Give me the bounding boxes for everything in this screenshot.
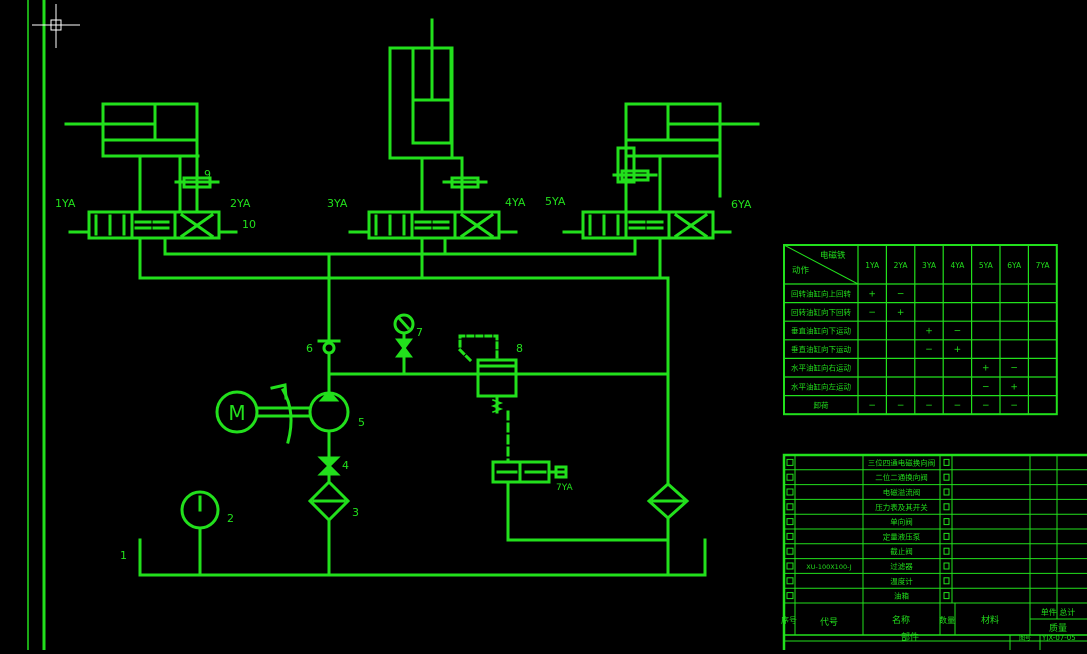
parts-row-name: 电磁溢流阀 bbox=[883, 487, 921, 497]
parts-header-name: 名称 bbox=[892, 614, 910, 626]
table-column-header: 5YA bbox=[979, 261, 994, 270]
parts-header-mass: 质量 bbox=[1049, 622, 1067, 634]
label-5ya: 5YA bbox=[545, 195, 566, 208]
table-row-name: 水平油缸向左运动 bbox=[791, 381, 851, 391]
table-cell: + bbox=[1010, 382, 1018, 392]
hydraulic-pump bbox=[256, 383, 350, 444]
table-header-action: 动作 bbox=[792, 265, 810, 276]
cylinder-vertical bbox=[388, 18, 464, 214]
table-cell: − bbox=[925, 401, 933, 411]
table-cell: − bbox=[982, 401, 990, 411]
table-cell: + bbox=[925, 327, 933, 337]
hydraulic-lock-valve-1 bbox=[174, 176, 220, 189]
parts-row-name: 油箱 bbox=[894, 591, 909, 601]
label-2ya: 2YA bbox=[230, 197, 251, 210]
directional-valve-2 bbox=[348, 210, 518, 240]
cylinder-horizontal bbox=[616, 102, 760, 214]
directional-valve-3 bbox=[562, 210, 732, 240]
table-cell: + bbox=[868, 289, 876, 299]
table-cell: − bbox=[982, 382, 990, 392]
parts-row-name: 定量液压泵 bbox=[883, 531, 921, 541]
label-n4: 4 bbox=[342, 459, 349, 472]
unloading-valve bbox=[491, 460, 568, 484]
table-cell: + bbox=[897, 308, 905, 318]
table-column-header: 3YA bbox=[922, 261, 937, 270]
table-column-header: 4YA bbox=[950, 261, 965, 270]
parts-row-name: 截止阀 bbox=[890, 546, 913, 556]
parts-row-name: 温度计 bbox=[890, 576, 913, 586]
parts-row-name: 二位二通换向阀 bbox=[875, 472, 928, 482]
label-6ya: 6YA bbox=[731, 198, 752, 211]
filter-suction bbox=[307, 479, 351, 523]
label-1ya: 1YA bbox=[55, 197, 76, 210]
label-n3: 3 bbox=[352, 506, 359, 519]
label-n10: 10 bbox=[242, 218, 256, 231]
table-cell: + bbox=[954, 345, 962, 355]
table-cell: − bbox=[954, 401, 962, 411]
table-row-name: 垂直油缸向下运动 bbox=[791, 326, 851, 336]
label-n5: 5 bbox=[358, 416, 365, 429]
table-row-name: 回转油缸向下回转 bbox=[791, 307, 851, 317]
table-column-header: 2YA bbox=[894, 261, 909, 270]
tank bbox=[138, 538, 707, 577]
label-3ya: 3YA bbox=[327, 197, 348, 210]
table-column-header: 6YA bbox=[1007, 261, 1022, 270]
parts-footer-parts: 部件 bbox=[901, 631, 919, 643]
label-n7: 7 bbox=[416, 326, 423, 339]
table-cell: + bbox=[982, 364, 990, 374]
table-row-name: 回转油缸向上回转 bbox=[791, 288, 851, 298]
hydraulic-lock-valve-3 bbox=[612, 169, 658, 182]
table-column-header: 7YA bbox=[1036, 261, 1051, 270]
hydraulic-lock-valve-2 bbox=[442, 176, 488, 189]
label-7ya: 7YA bbox=[556, 483, 574, 493]
table-cell: − bbox=[925, 345, 933, 355]
table-row-name: 卸荷 bbox=[814, 400, 829, 410]
drawing-number: YJX-07-05 bbox=[1041, 634, 1076, 642]
table-column-header: 1YA bbox=[865, 261, 880, 270]
table-cell: − bbox=[1010, 364, 1018, 374]
table-cell: − bbox=[868, 401, 876, 411]
label-4ya: 4YA bbox=[505, 196, 526, 209]
motor-label: M bbox=[228, 401, 245, 425]
label-n6: 6 bbox=[306, 342, 313, 355]
label-n9: 9 bbox=[204, 168, 211, 181]
electric-motor bbox=[215, 390, 259, 434]
table-cell: − bbox=[897, 401, 905, 411]
parts-list: 三位四通电磁换向阀二位二通换向阀电磁溢流阀压力表及其开关单向阀定量液压泵截止阀过… bbox=[781, 453, 1087, 654]
label-n8: 8 bbox=[516, 342, 523, 355]
parts-row-code: XU-100X100-J bbox=[806, 563, 852, 571]
parts-row-name: 压力表及其开关 bbox=[875, 502, 928, 512]
filter-return bbox=[646, 481, 690, 521]
check-valve bbox=[317, 339, 341, 355]
table-cell: − bbox=[1010, 401, 1018, 411]
parts-footer-label: 图号 bbox=[1019, 635, 1031, 642]
shutoff-valve bbox=[317, 456, 341, 476]
parts-header-seq: 序号 bbox=[781, 615, 797, 625]
pipe-network bbox=[138, 236, 670, 577]
parts-row-name: 三位四通电磁换向阀 bbox=[868, 457, 936, 467]
label-n1: 1 bbox=[120, 549, 127, 562]
crosshair-cursor bbox=[32, 4, 80, 48]
parts-header-code: 代号 bbox=[820, 617, 838, 628]
table-cell: − bbox=[897, 289, 905, 299]
parts-row-name: 过滤器 bbox=[890, 561, 913, 571]
label-n2: 2 bbox=[227, 512, 234, 525]
table-header-solenoid: 电磁铁 bbox=[820, 250, 846, 261]
table-cell: − bbox=[954, 327, 962, 337]
pressure-gauge bbox=[393, 313, 415, 358]
cylinder-rotary bbox=[64, 102, 200, 214]
directional-valve-1 bbox=[68, 210, 238, 240]
parts-header-material: 材料 bbox=[981, 614, 999, 626]
table-row-name: 水平油缸向右运动 bbox=[791, 363, 851, 373]
thermometer bbox=[180, 490, 220, 530]
parts-header-unit-total: 单件 总计 bbox=[1041, 607, 1076, 617]
relief-valve bbox=[458, 334, 518, 464]
parts-row-name: 单向阀 bbox=[890, 517, 913, 527]
table-row-name: 垂直油缸向下运动 bbox=[791, 344, 851, 354]
table-cell: − bbox=[868, 308, 876, 318]
parts-header-qty: 数量 bbox=[939, 615, 955, 625]
